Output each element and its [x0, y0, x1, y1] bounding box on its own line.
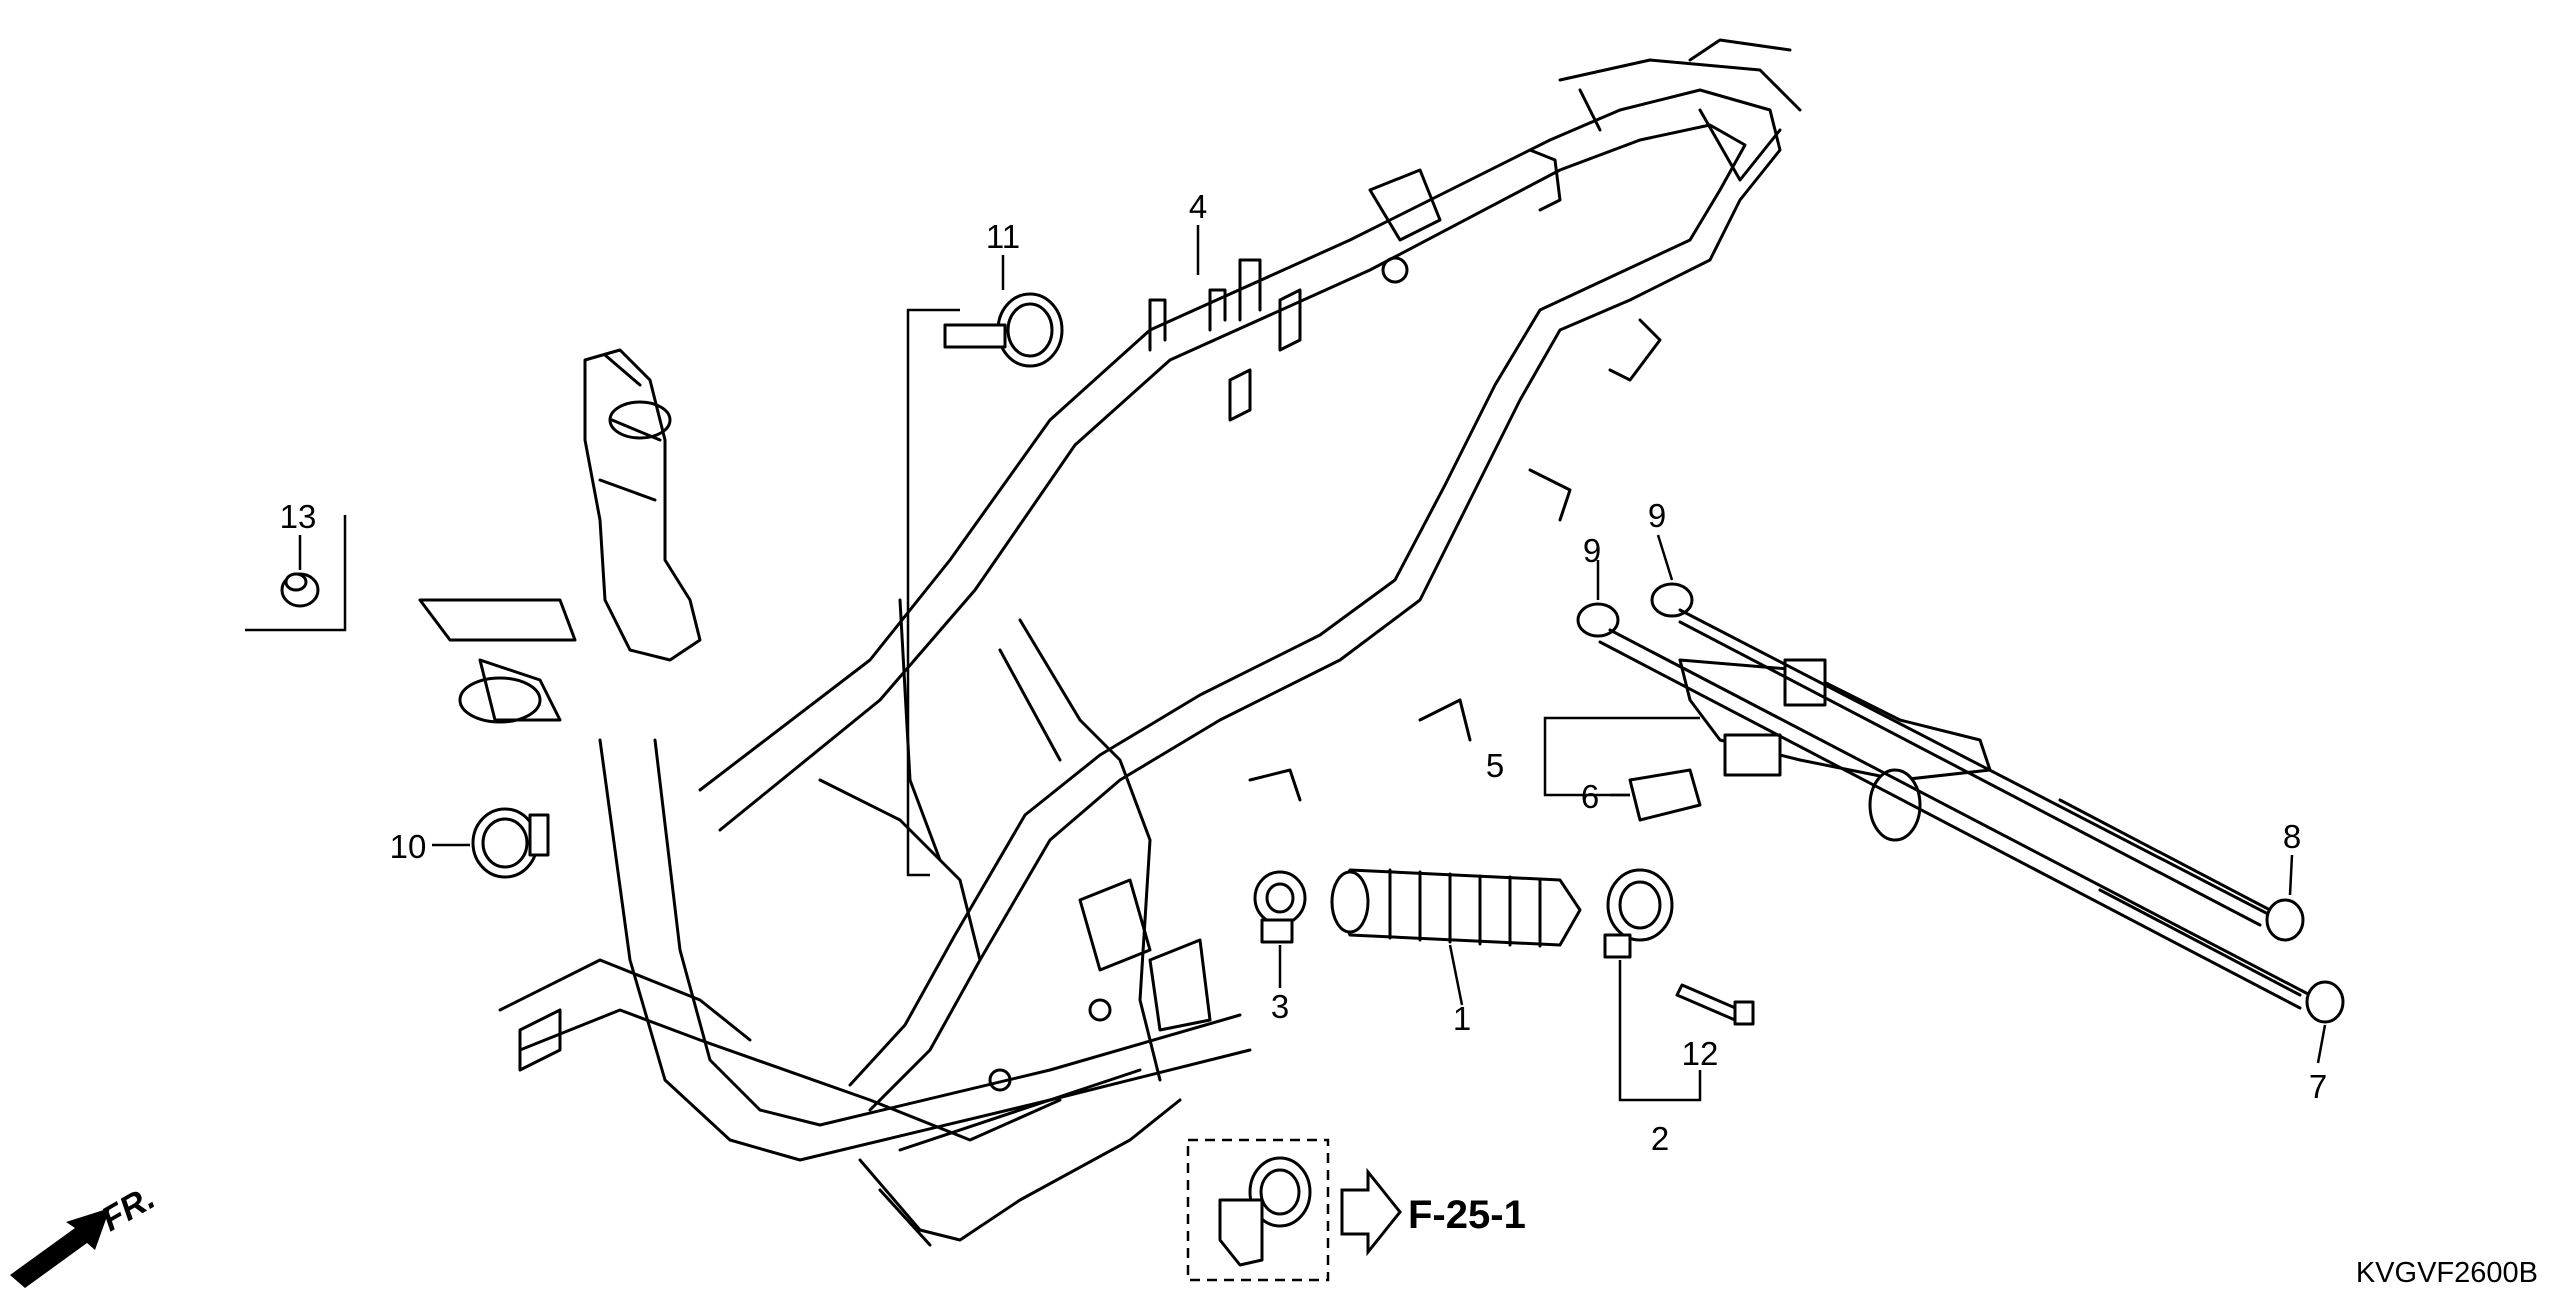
part-6-rubber — [1628, 768, 1702, 822]
part-10-band — [471, 807, 550, 879]
part-3-clamp — [1253, 870, 1307, 944]
callout-10: 10 — [390, 828, 427, 865]
reference-box — [1186, 1138, 1330, 1282]
part-2-clamp — [1603, 868, 1674, 959]
callout-11: 11 — [986, 218, 1020, 255]
bracket-11 — [906, 308, 960, 877]
front-arrow-icon — [10, 1208, 110, 1288]
reference-arrow-icon — [1340, 1167, 1402, 1257]
callout-3: 3 — [1271, 988, 1289, 1025]
part-7-bolt — [1598, 628, 2345, 1024]
callout-9b: 9 — [1648, 497, 1666, 534]
diagram-code: KVGVF2600B — [2356, 1257, 2538, 1289]
part-5-bracket — [1678, 658, 1992, 842]
callout-2: 2 — [1651, 1120, 1669, 1157]
frame-body — [418, 38, 1802, 1247]
reference-label: F-25-1 — [1408, 1193, 1526, 1237]
bracket-5-6 — [1543, 716, 1700, 797]
callout-6: 6 — [1581, 778, 1599, 815]
callout-13: 13 — [280, 498, 317, 535]
callout-5: 5 — [1486, 747, 1504, 784]
callout-9a: 9 — [1583, 532, 1601, 569]
part-1-boot — [1330, 868, 1582, 948]
callout-1: 1 — [1453, 1000, 1471, 1037]
bracket-13 — [245, 515, 347, 632]
part-13-grommet — [280, 572, 320, 608]
callout-7: 7 — [2309, 1068, 2327, 1105]
part-11-band — [943, 292, 1064, 368]
bracket-2-12 — [1618, 960, 1702, 1102]
part-12-screw — [1675, 983, 1755, 1026]
leader-lines — [298, 225, 2327, 1064]
part-8-bolt — [1678, 608, 2305, 942]
callout-12: 12 — [1682, 1035, 1719, 1072]
front-label: FR. — [95, 1179, 161, 1239]
part-9-collars — [1576, 582, 1694, 638]
callout-4: 4 — [1189, 188, 1207, 225]
callout-8: 8 — [2283, 818, 2301, 855]
